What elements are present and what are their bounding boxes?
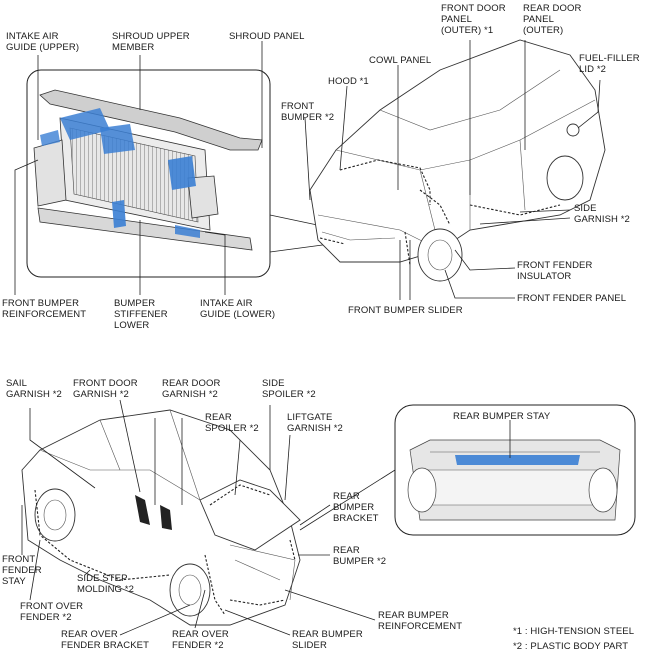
label-rear-bumper: REAR BUMPER *2	[333, 545, 387, 567]
label-shroud-upper-member: SHROUD UPPER MEMBER	[112, 31, 190, 53]
label-front-bumper-reinforcement: FRONT BUMPER REINFORCEMENT	[2, 298, 87, 320]
label-cowl-panel: COWL PANEL	[369, 55, 432, 66]
legend-high-tension-steel: *1 : HIGH-TENSION STEEL	[513, 626, 635, 637]
label-bumper-stiffener-lower: BUMPER STIFFENER LOWER	[114, 298, 168, 331]
legend-plastic-body-part: *2 : PLASTIC BODY PART	[513, 641, 629, 652]
car-front-view	[309, 39, 606, 282]
label-front-door-garnish: FRONT DOOR GARNISH *2	[73, 378, 138, 400]
label-front-over-fender: FRONT OVER FENDER *2	[20, 601, 84, 623]
label-liftgate-garnish: LIFTGATE GARNISH *2	[287, 412, 343, 434]
label-rear-door-panel-outer: REAR DOOR PANEL (OUTER)	[523, 3, 582, 36]
label-hood: HOOD *1	[328, 76, 369, 87]
label-shroud-panel: SHROUD PANEL	[229, 31, 305, 42]
rear-bumper-stay-inset	[394, 404, 636, 536]
front-structure-inset	[26, 69, 271, 278]
label-front-door-panel-outer: FRONT DOOR PANEL (OUTER) *1	[441, 3, 506, 36]
label-rear-spoiler: REAR SPOILER *2	[205, 412, 259, 434]
label-rear-bumper-stay: REAR BUMPER STAY	[453, 411, 551, 422]
label-intake-air-guide-lower: INTAKE AIR GUIDE (LOWER)	[200, 298, 276, 320]
car-rear-view	[21, 409, 301, 626]
label-front-fender-insulator: FRONT FENDER INSULATOR	[517, 260, 593, 282]
label-front-fender-stay: FRONT FENDER STAY	[2, 554, 42, 587]
label-side-step-molding: SIDE STEP MOLDING *2	[77, 573, 134, 595]
label-rear-over-fender: REAR OVER FENDER *2	[172, 629, 229, 651]
label-rear-over-fender-bracket: REAR OVER FENDER BRACKET	[61, 629, 149, 651]
label-intake-air-guide-upper: INTAKE AIR GUIDE (UPPER)	[6, 31, 80, 53]
label-rear-bumper-slider: REAR BUMPER SLIDER	[292, 629, 363, 651]
label-side-garnish: SIDE GARNISH *2	[574, 203, 630, 225]
label-rear-bumper-reinforcement: REAR BUMPER REINFORCEMENT	[378, 610, 463, 632]
label-rear-bumper-bracket: REAR BUMPER BRACKET	[333, 491, 379, 524]
label-sail-garnish: SAIL GARNISH *2	[6, 378, 62, 400]
label-front-fender-panel: FRONT FENDER PANEL	[517, 293, 627, 304]
label-fuel-filler-lid: FUEL-FILLER LID *2	[579, 53, 640, 75]
label-front-bumper: FRONT BUMPER *2	[281, 101, 335, 123]
label-rear-door-garnish: REAR DOOR GARNISH *2	[162, 378, 221, 400]
label-side-spoiler: SIDE SPOILER *2	[262, 378, 316, 400]
label-front-bumper-slider: FRONT BUMPER SLIDER	[348, 305, 463, 316]
